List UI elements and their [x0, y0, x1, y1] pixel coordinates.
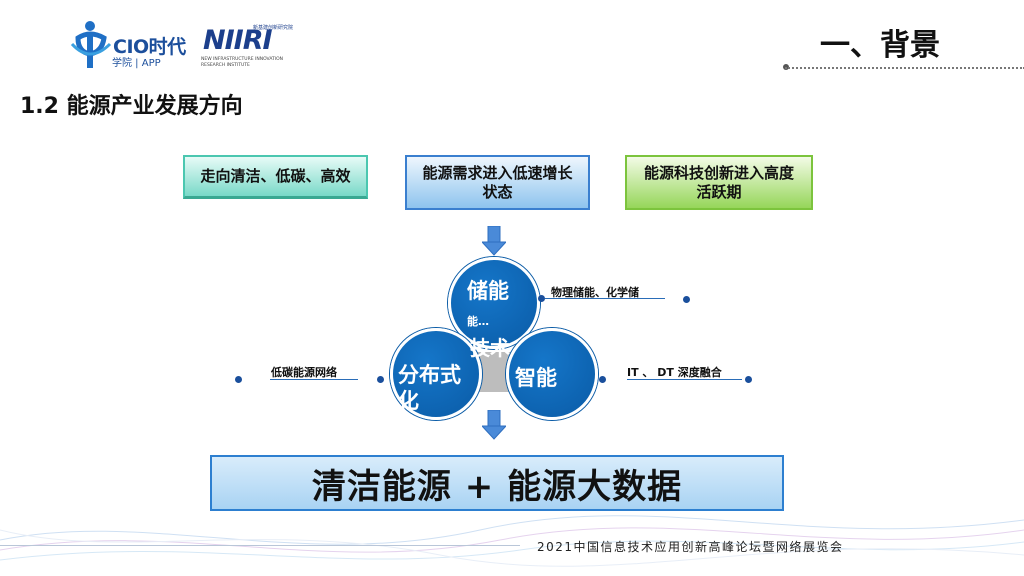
arrow-down-icon — [482, 226, 506, 256]
cio-logo-icon — [70, 21, 112, 68]
niiri-logo-subtext: NEW INFRASTRUCTURE INNOVATION RESEARCH I… — [201, 57, 284, 68]
cio-logo-subtext: 学院 | APP — [112, 58, 161, 69]
callout-distributed-line — [270, 379, 358, 380]
callout-smart-dot-right — [745, 376, 752, 383]
niiri-logo-text: NIIRI — [203, 25, 273, 56]
callout-storage-dot-left — [538, 295, 545, 302]
box-demand-label: 能源需求进入低速增长状态 — [422, 163, 573, 201]
box-tech-label: 能源科技创新进入高度活跃期 — [644, 163, 795, 201]
box-clean-label: 走向清洁、低碳、高效 — [200, 167, 351, 185]
result-box-label: 清洁能源 + 能源大数据 — [311, 466, 683, 507]
result-box: 清洁能源 + 能源大数据 — [210, 455, 784, 511]
header-rule — [785, 67, 1024, 69]
cio-logo-text: CIO时代 — [113, 36, 186, 58]
circle-smart-label: 智能 — [515, 366, 557, 390]
niiri-logo-top-text: 新基建创新研究院 — [253, 25, 294, 31]
callout-smart-dot-left — [599, 376, 606, 383]
box-tech-innovation: 能源科技创新进入高度活跃期 — [625, 155, 813, 210]
footer-rule — [0, 545, 520, 546]
center-tech-label: 技术 — [470, 336, 510, 360]
callout-distributed-text: 低碳能源网络 — [271, 366, 337, 379]
callout-storage-line — [545, 298, 665, 299]
box-clean-low-carbon: 走向清洁、低碳、高效 — [183, 155, 368, 199]
callout-storage-text: 物理储能、化学储 — [551, 286, 639, 299]
arrow-down-icon — [482, 410, 506, 440]
callout-distributed-dot-left — [235, 376, 242, 383]
section-title: 1.2 能源产业发展方向 — [20, 94, 243, 119]
slide-heading: 一、背景 — [820, 28, 940, 63]
callout-smart-text: IT 、 DT 深度融合 — [627, 366, 722, 379]
circle-storage-sublabel: 能… — [467, 315, 489, 328]
box-energy-demand: 能源需求进入低速增长状态 — [405, 155, 590, 210]
circle-distributed — [390, 328, 482, 420]
callout-smart-line — [627, 379, 742, 380]
circle-distributed-label: 分布式化 — [398, 363, 461, 413]
callout-distributed-dot-right — [377, 376, 384, 383]
footer-text: 2021中国信息技术应用创新高峰论坛暨网络展览会 — [537, 540, 844, 554]
circle-energy-storage — [448, 257, 540, 349]
circle-smart — [506, 328, 598, 420]
callout-storage-dot-right — [683, 296, 690, 303]
circle-storage-label: 储能 — [467, 279, 509, 303]
footer-wave-decoration — [0, 515, 1024, 567]
